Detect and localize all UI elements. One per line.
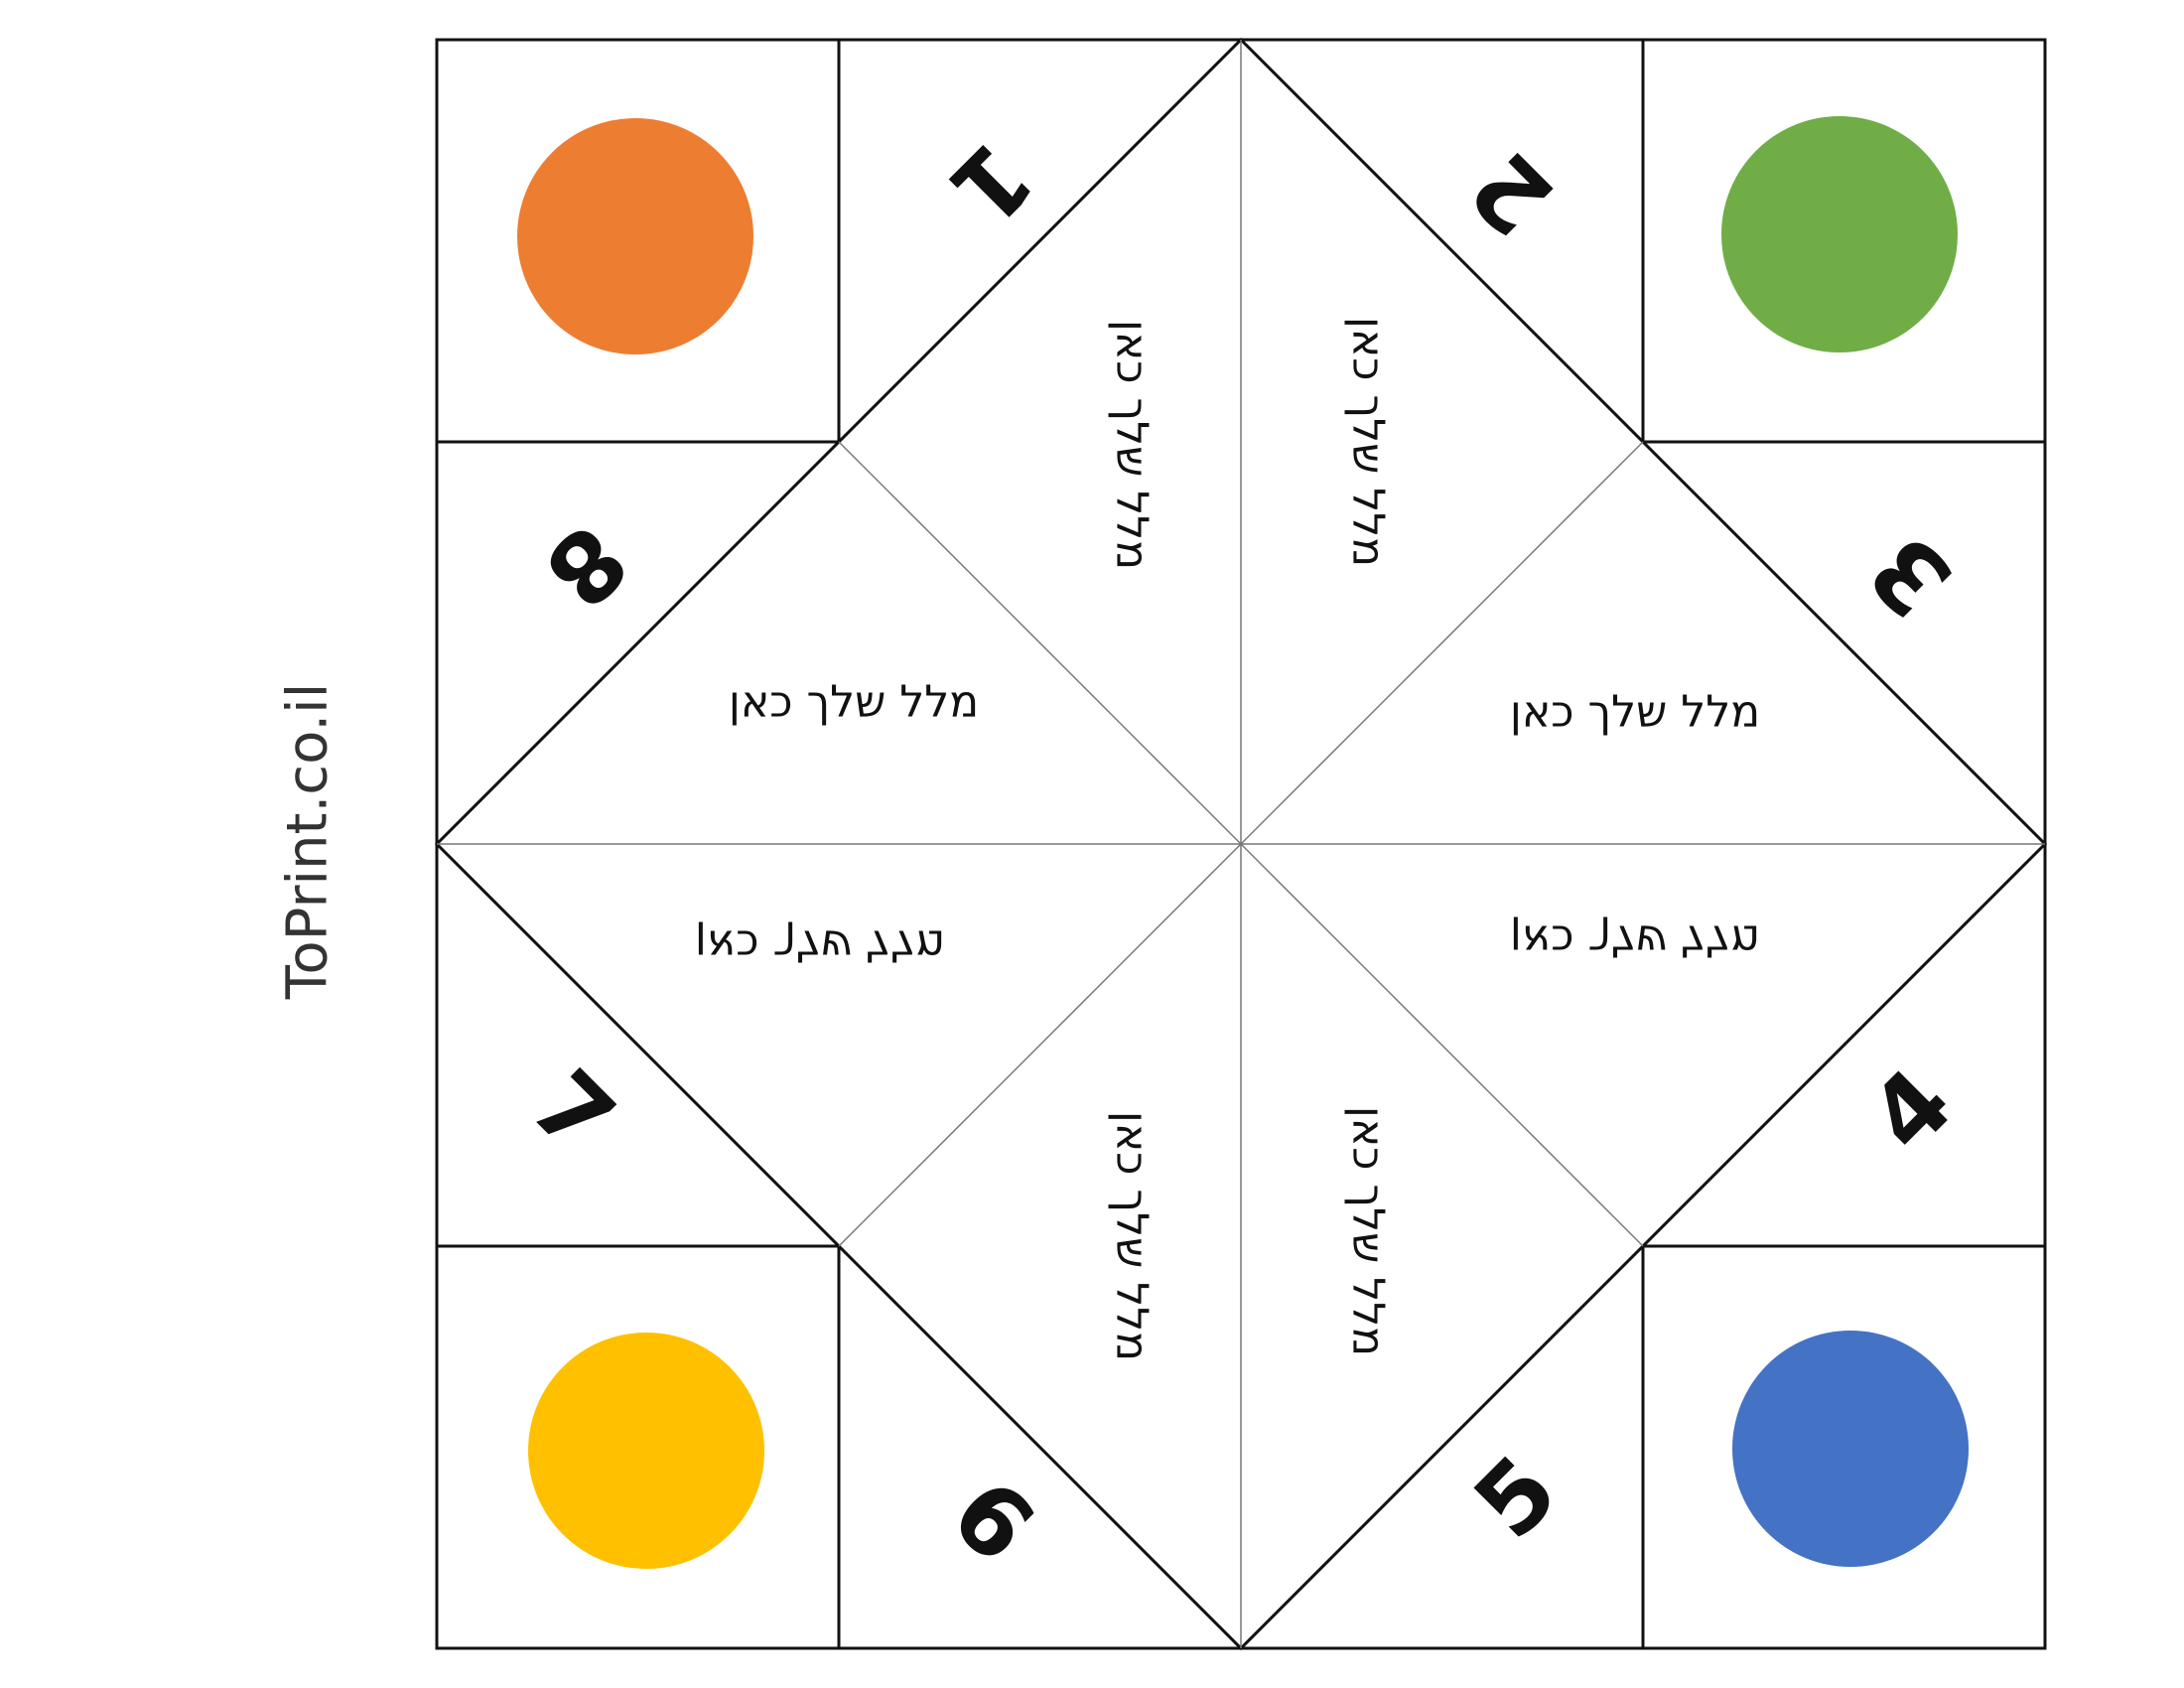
message-top-left: מלל שלך כאן <box>1107 320 1158 570</box>
flap-number-5: 5 <box>1453 1435 1578 1560</box>
flap-number-8: 8 <box>523 503 648 629</box>
corner-circle-blue <box>1732 1331 1969 1567</box>
message-bottom-left: מלל שלך כאן <box>1107 1111 1158 1361</box>
corner-circle-green <box>1721 116 1958 352</box>
flap-number-2: 2 <box>1449 131 1574 256</box>
message-left-upper: מלל שלך כאן <box>729 677 979 728</box>
message-bottom-right: מלל שלך כאן <box>1343 1106 1394 1356</box>
message-right-lower: מלל שלך כאן <box>1510 915 1760 966</box>
inner-fold-lines <box>437 40 2045 1648</box>
flap-number-1: 1 <box>928 121 1053 246</box>
message-right-upper: מלל שלך כאן <box>1510 687 1760 738</box>
flap-number-7: 7 <box>510 1050 635 1175</box>
message-left-lower: מלל שלך כאן <box>695 920 945 971</box>
brand-label: ToPrint.co.il <box>276 683 341 1001</box>
flap-number-4: 4 <box>1848 1048 1974 1173</box>
message-top-right: מלל שלך כאן <box>1343 317 1394 567</box>
flap-number-6: 6 <box>930 1459 1055 1584</box>
fold-diag-b <box>838 441 1644 1247</box>
flap-number-3: 3 <box>1848 513 1974 638</box>
corner-circle-orange <box>517 118 753 354</box>
corner-circle-yellow <box>528 1333 764 1569</box>
